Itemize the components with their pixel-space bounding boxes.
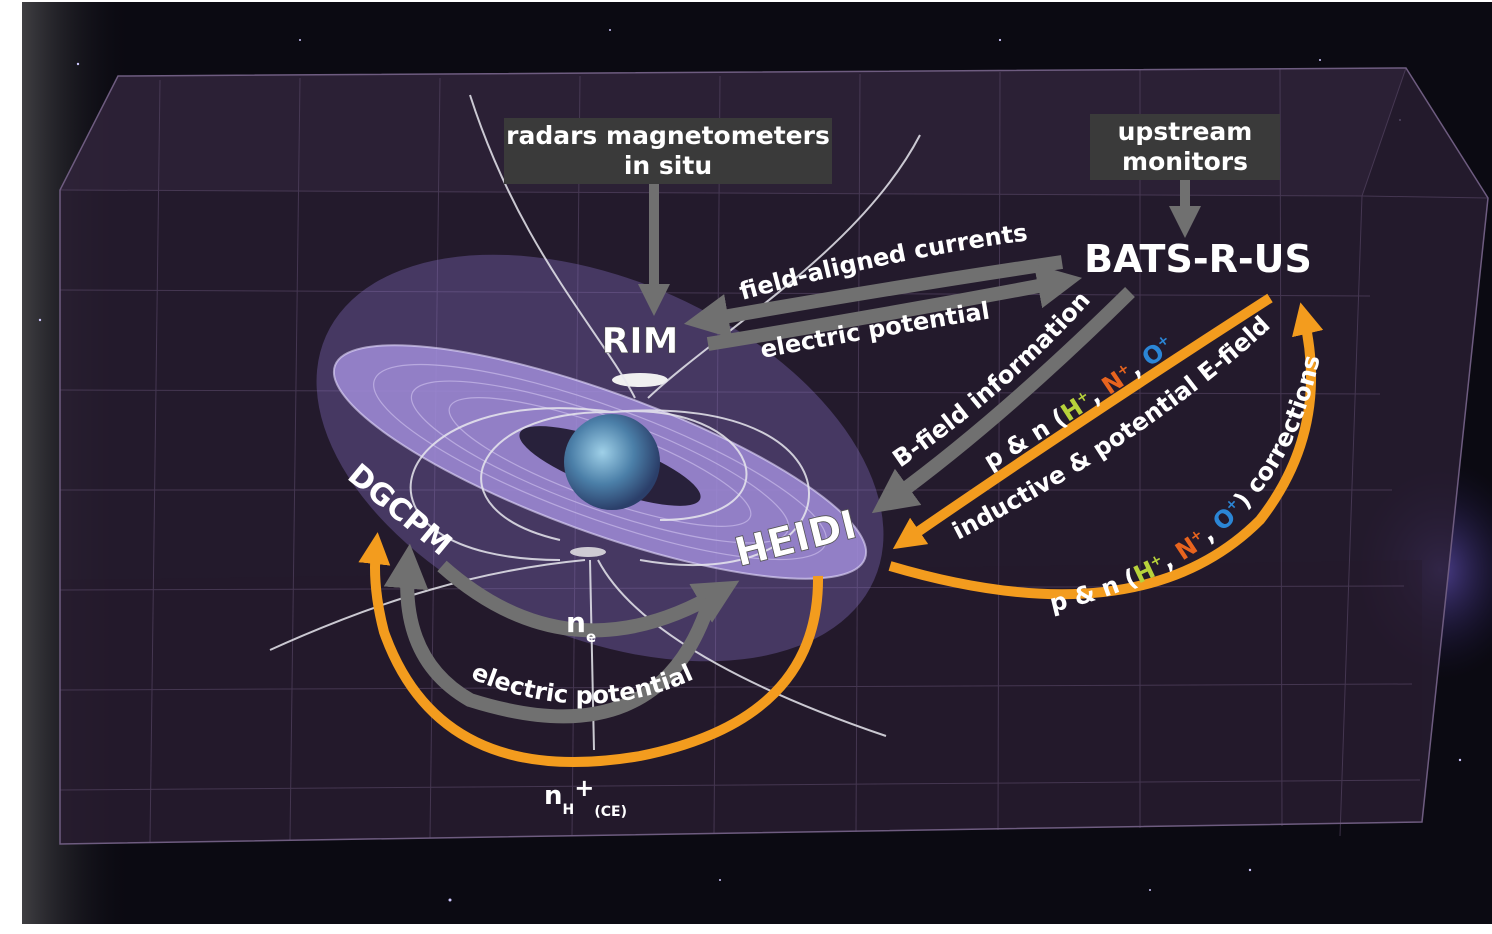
heidi-to-bats-arrow [888,302,1324,600]
ionosphere-cap-north [612,373,668,387]
rim-label: RIM [602,321,679,362]
bats-to-heidi-arrow [892,293,1273,550]
bats-r-us-label: BATS-R-US [1084,237,1312,281]
ne-sub: e [586,628,596,646]
nh-ce: (CE) [594,804,627,820]
radars-source-box [504,118,832,184]
gray-arrows [383,180,1202,724]
upstream-source-box [1090,114,1280,180]
upstream-source-line1: upstream [1118,117,1253,146]
orange-arrows [358,293,1324,767]
field-lines [269,94,921,751]
radars-source-line1: radars magnetometers [506,121,830,150]
nh-ce-label: nH+(CE) [544,774,627,820]
radars-source-line2: in situ [624,151,712,180]
earth [564,414,660,510]
ne-main: n [566,606,586,639]
pn-close: ) [0,0,5,6]
electric-potential-bottom-arrow [383,543,717,724]
fac-arrow [683,255,1064,339]
bfield-arrow [871,287,1135,514]
electric-potential-top-arrow [706,264,1083,351]
nh-main: n [544,781,563,811]
nh-sub: H [563,802,575,818]
heidi-to-dgcpm-arrow [358,532,824,767]
ionosphere-cap-south [570,547,606,557]
ne-arrow [437,560,740,638]
ne-label: ne [566,606,596,646]
nh-plus: + [574,774,594,802]
magnetosphere [269,94,921,751]
upstream-source-line2: monitors [1122,147,1248,176]
